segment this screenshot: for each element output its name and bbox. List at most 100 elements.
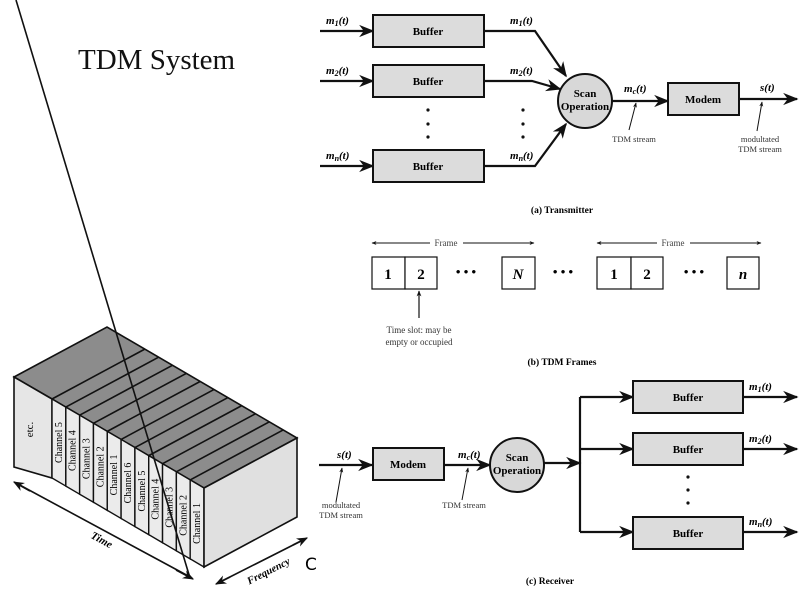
frequency-axis-line (217, 538, 306, 584)
rx-caption: (c) Receiver (526, 576, 575, 587)
frame-1-slot-N-label: N (512, 267, 525, 283)
frame-1-slot-2 (404, 256, 438, 290)
rx-output-label-1: m1(t) (749, 381, 772, 394)
rx-input-label: s(t) (336, 449, 352, 461)
tx-modem-label: Modem (685, 94, 721, 106)
rx-scan-operation (489, 437, 545, 493)
frame-2-slot-n (726, 256, 760, 290)
tx-buffer-1-output (484, 29, 567, 78)
time-slot-note-1: Time slot: may be (387, 325, 452, 335)
channel-slice-label: Channel 2 (95, 446, 106, 487)
rx-output-label-n: mn(t) (749, 516, 772, 529)
tdm-frames: Frame Frame 1 2 • • • N • • • 1 2 • • • … (371, 238, 762, 368)
top-divider-line (148, 404, 243, 457)
tx-buffer-ellipsis (426, 108, 525, 139)
tx-input-label-n: mn(t) (326, 150, 349, 163)
top-divider-line (93, 372, 187, 424)
rx-mc-label: mc(t) (458, 449, 481, 462)
stray-letter-c: C (305, 555, 317, 575)
rx-tdm-stream-pointer (461, 467, 470, 501)
channel-slice-label: Channel 5 (137, 471, 148, 512)
tx-modulated-pointer (756, 101, 764, 132)
box-etc-label: etc. (24, 421, 36, 437)
tx-tdm-stream-label: TDM stream (612, 134, 656, 144)
rx-modulated-pointer (335, 467, 344, 503)
rx-buffer-n-label: Buffer (673, 528, 704, 540)
tx-output-label: s(t) (759, 82, 775, 94)
tx-scan-label-1: Scan (574, 88, 597, 100)
box-end-face (203, 436, 298, 569)
slide-title: TDM System (78, 44, 236, 76)
frames-caption: (b) TDM Frames (528, 357, 597, 368)
channel-slice-label: Channel 1 (192, 503, 203, 544)
channel-slice-label: Channel 5 (54, 422, 65, 463)
top-divider-line (189, 429, 284, 481)
tx-input-label-2: m2(t) (326, 65, 349, 78)
top-divider-line (106, 380, 201, 433)
rx-modem-label: Modem (390, 459, 426, 471)
frame-1-slot-1 (371, 256, 406, 290)
rx-modem (372, 447, 445, 481)
tx-buffer-out-label-n: mn(t) (510, 150, 533, 163)
tx-buffer-2-label: Buffer (413, 76, 444, 88)
frame-1-ellipsis: • • • (456, 264, 477, 279)
frame-1-label: Frame (435, 238, 458, 248)
tx-buffer-2-output (484, 79, 562, 92)
channel-slice-label: Channel 3 (164, 487, 175, 528)
receiver: s(t) modultated TDM stream Modem mc(t) T… (319, 380, 799, 587)
tx-tdm-stream-pointer (628, 102, 637, 131)
channel-slice-label: Channel 3 (82, 438, 93, 479)
between-frames-ellipsis: • • • (553, 264, 574, 279)
tx-caption: (a) Transmitter (531, 205, 594, 216)
frame-1-slot-N (501, 256, 536, 290)
channel-slice-label: Channel 2 (178, 495, 189, 536)
top-divider-line (120, 388, 215, 441)
top-divider-line (79, 364, 174, 416)
rx-modulated-label-2: TDM stream (319, 510, 363, 520)
box-top-dividers (51, 348, 284, 481)
tx-modem (667, 82, 740, 116)
rx-buffer-1 (632, 380, 744, 414)
time-slot-note-2: empty or occupied (386, 337, 453, 347)
tx-scan-label-2: Operation (561, 101, 609, 113)
tx-buffer-n-label: Buffer (413, 161, 444, 173)
transmitter: m1(t) m2(t) mn(t) Buffer Buffer Buffer m… (320, 14, 799, 216)
frame-2-label: Frame (662, 238, 685, 248)
frame-1-slot-2-label: 2 (417, 267, 425, 283)
rx-buffer-ellipsis (686, 475, 690, 505)
rx-modulated-label-1: modultated (322, 500, 361, 510)
rx-buffer-2 (632, 432, 744, 466)
top-divider-line (65, 356, 160, 408)
frame-2-slot-2 (630, 256, 664, 290)
tx-modulated-label-2: TDM stream (738, 144, 782, 154)
channel-slice-label: Channel 1 (109, 454, 120, 495)
channel-slice-label: Channel 6 (123, 463, 134, 504)
frame-2-slot-2-label: 2 (643, 267, 651, 283)
rx-output-label-2: m2(t) (749, 433, 772, 446)
rx-tdm-stream-label: TDM stream (442, 500, 486, 510)
tx-buffer-n-output (484, 122, 567, 168)
tx-buffer-out-label-1: m1(t) (510, 15, 533, 28)
time-axis-line (15, 0, 191, 579)
tx-buffer-1-label: Buffer (413, 26, 444, 38)
frame-2-slot-1-label: 1 (610, 267, 618, 283)
frequency-axis-arrow-left (214, 575, 231, 585)
top-divider-line (51, 348, 146, 400)
tx-buffer-1 (372, 14, 485, 48)
tx-mc-label: mc(t) (624, 83, 647, 96)
tx-buffer-out-label-2: m2(t) (510, 65, 533, 78)
top-divider-line (175, 421, 270, 473)
tx-input-label-1: m1(t) (326, 15, 349, 28)
rx-buffer-2-label: Buffer (673, 444, 704, 456)
top-divider-line (162, 413, 256, 465)
frame-2-slot-1 (596, 256, 632, 290)
time-axis-label: Time (89, 530, 115, 552)
rx-scan-label-1: Scan (506, 452, 529, 464)
frequency-axis-label: Frequency (245, 556, 293, 588)
channel-slice-label: Channel 4 (151, 479, 162, 520)
frame-2-ellipsis: • • • (684, 264, 705, 279)
tx-modulated-label-1: modultated (741, 134, 780, 144)
